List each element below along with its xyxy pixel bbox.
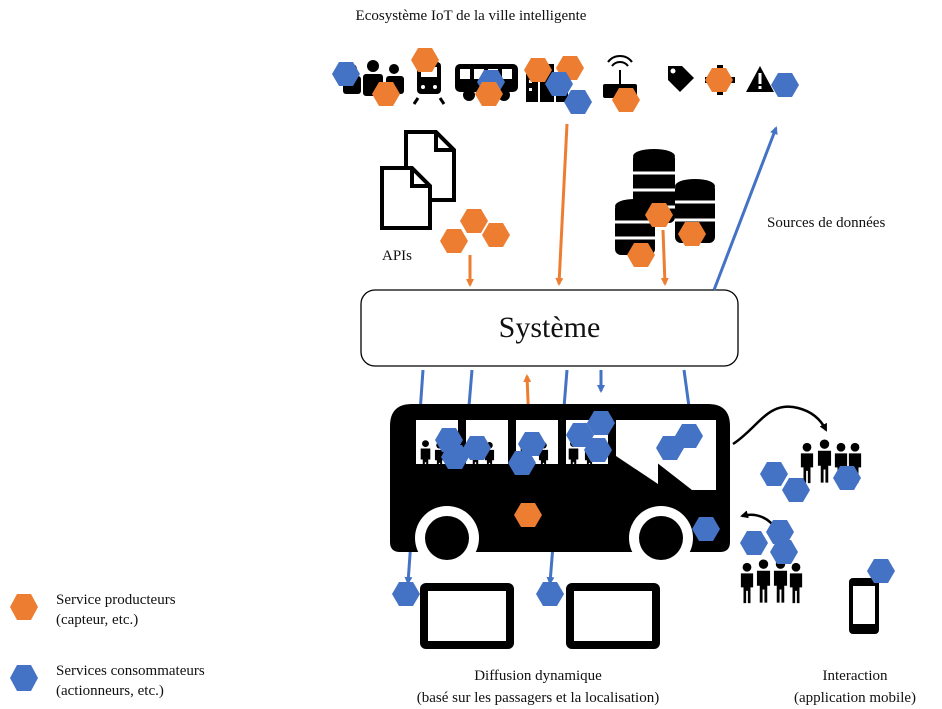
- tablet-icon: [420, 583, 514, 649]
- consumer-hexagon: [518, 432, 546, 456]
- producer-hexagon: [705, 68, 733, 92]
- producer-hexagon: [612, 88, 640, 112]
- consumer-hexagon: [766, 520, 794, 544]
- consumer-hexagon: [536, 582, 564, 606]
- consumer-hexagon: [656, 436, 684, 460]
- consumer-hexagon: [441, 445, 469, 469]
- consumer-hexagon: [587, 411, 615, 435]
- consumer-hexagon: [675, 424, 703, 448]
- people-group-icon: [740, 559, 803, 604]
- system-to-iot-arrow: [712, 126, 778, 291]
- consumer-hexagon: [463, 436, 491, 460]
- consumer-hexagon: [508, 451, 536, 475]
- consumer-hexagon: [782, 478, 810, 502]
- bus-icon: [390, 404, 730, 570]
- consumer-hexagon: [692, 517, 720, 541]
- legend-producer-label: Service producteurs (capteur, etc.): [56, 590, 176, 630]
- consumer-hexagon: [332, 62, 360, 86]
- system-label: Système: [498, 311, 601, 344]
- legend-producer-hexagon: [10, 594, 38, 620]
- system-box: [360, 289, 739, 367]
- document-icon: [380, 130, 456, 230]
- producer-hexagon: [460, 209, 488, 233]
- producer-hexagon: [514, 503, 542, 527]
- warning-icon: [746, 66, 774, 92]
- consumer-hexagon: [833, 466, 861, 490]
- consumer-hexagon: [584, 438, 612, 462]
- iot-row-hexagons: [332, 48, 799, 114]
- data-sources-label: Sources de données: [767, 215, 886, 231]
- consumer-hexagon: [392, 582, 420, 606]
- consumer-hexagon: [564, 90, 592, 114]
- database-hexagons: [627, 203, 706, 267]
- producer-hexagon: [440, 229, 468, 253]
- consumer-hexagon: [545, 72, 573, 96]
- legend-consumer-hexagon: [10, 665, 38, 691]
- producer-hexagon: [627, 243, 655, 267]
- consumer-hexagon: [760, 462, 788, 486]
- api-hexagons: [440, 209, 510, 253]
- consumer-hexagon: [770, 540, 798, 564]
- producer-hexagon: [411, 48, 439, 72]
- consumer-hexagon: [771, 73, 799, 97]
- legend-consumer-line1: Services consommateurs: [56, 663, 205, 679]
- tag-icon: [668, 66, 694, 92]
- legend-producer-line2: (capteur, etc.): [56, 612, 139, 628]
- consumer-hexagon: [867, 559, 895, 583]
- exit-curved-arrow: [732, 405, 828, 446]
- interaction-label-line1: Interaction: [822, 668, 888, 684]
- producer-hexagon: [482, 223, 510, 247]
- producer-hexagon: [645, 203, 673, 227]
- interaction-label: Interaction (application mobile): [772, 665, 938, 709]
- interaction-label-line2: (application mobile): [793, 690, 917, 706]
- smartphone-icon: [849, 578, 879, 634]
- producer-hexagon: [372, 82, 400, 106]
- diffusion-label: Diffusion dynamique (basé sur les passag…: [388, 665, 688, 709]
- iot-to-system-arrow: [555, 123, 569, 286]
- consumer-hexagon: [566, 423, 594, 447]
- apis-label: APIs: [382, 248, 413, 264]
- legend-producer-line1: Service producteurs: [56, 592, 176, 608]
- producer-hexagon: [524, 58, 552, 82]
- consumer-hexagon: [740, 531, 768, 555]
- legend-consumer-label: Services consommateurs (actionneurs, etc…: [56, 661, 205, 701]
- producer-hexagon: [475, 82, 503, 106]
- group-hexagons: [760, 462, 861, 502]
- diagram-title: Ecosystème IoT de la ville intelligente: [355, 8, 587, 24]
- passenger-hexagons: [740, 520, 798, 564]
- diffusion-label-line1: Diffusion dynamique: [474, 668, 602, 684]
- bus-hexagons: [435, 411, 720, 541]
- legend-consumer-line2: (actionneurs, etc.): [56, 683, 164, 699]
- database-to-system-arrow: [660, 229, 669, 286]
- diffusion-label-line2: (basé sur les passagers et la localisati…: [416, 690, 660, 706]
- tablet-icon: [566, 583, 660, 649]
- producer-hexagon: [678, 222, 706, 246]
